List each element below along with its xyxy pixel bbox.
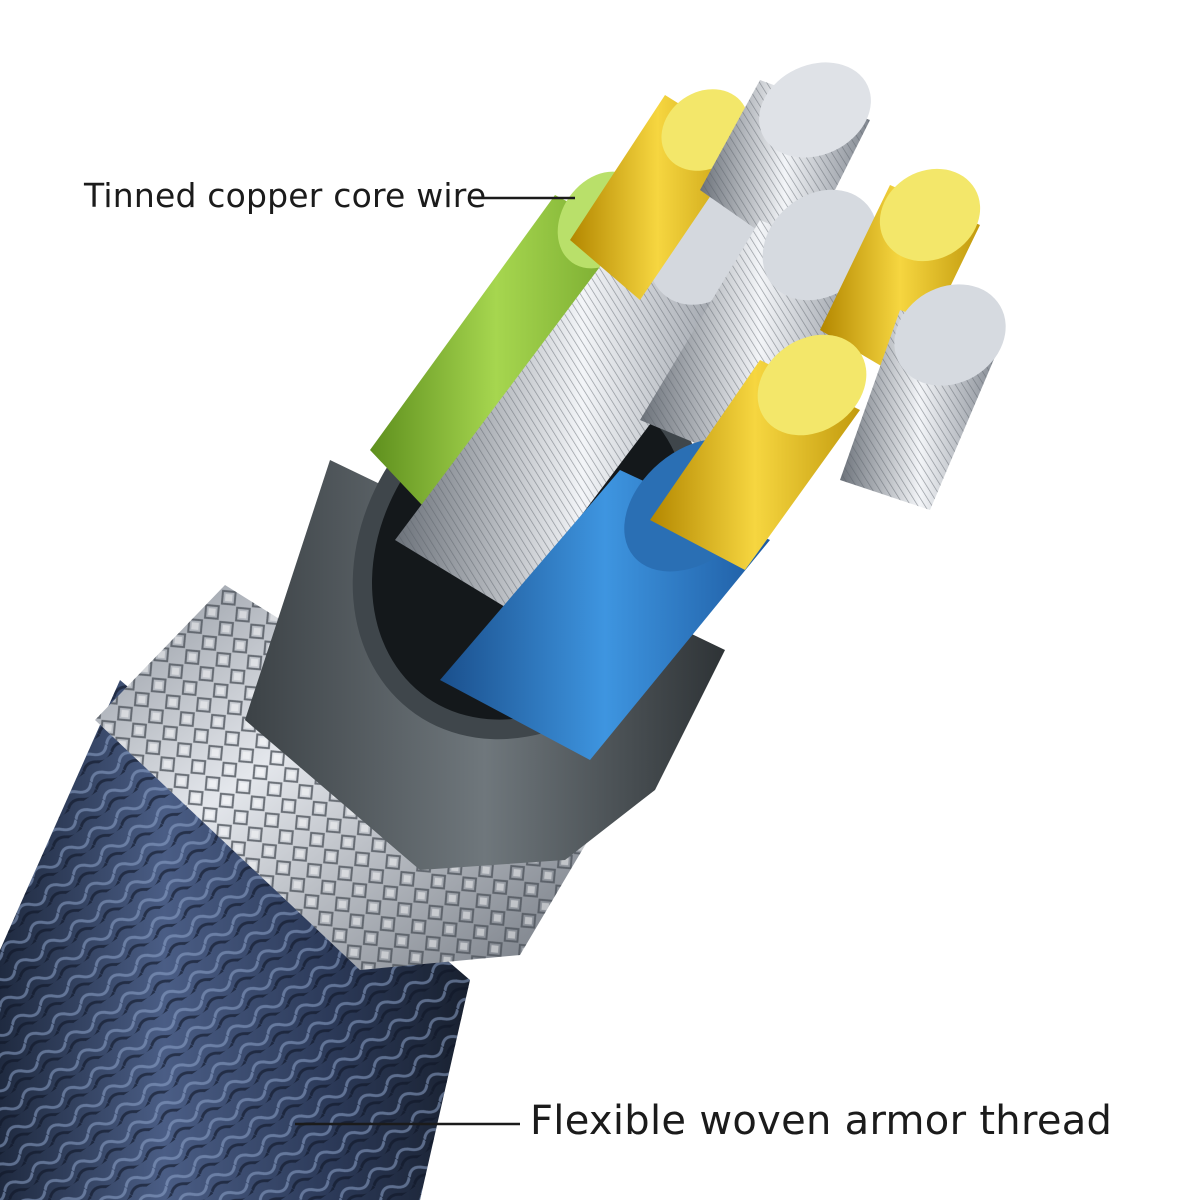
tinned-strand-right — [840, 284, 1006, 510]
copper-core-front — [650, 334, 867, 570]
callout-label-core-wire: Tinned copper core wire — [84, 176, 487, 215]
callout-label-armor-thread: Flexible woven armor thread — [530, 1098, 1113, 1144]
tinned-strand-back — [700, 62, 871, 260]
woven-braid-sleeve — [0, 680, 470, 1200]
copper-core-right — [820, 168, 981, 380]
